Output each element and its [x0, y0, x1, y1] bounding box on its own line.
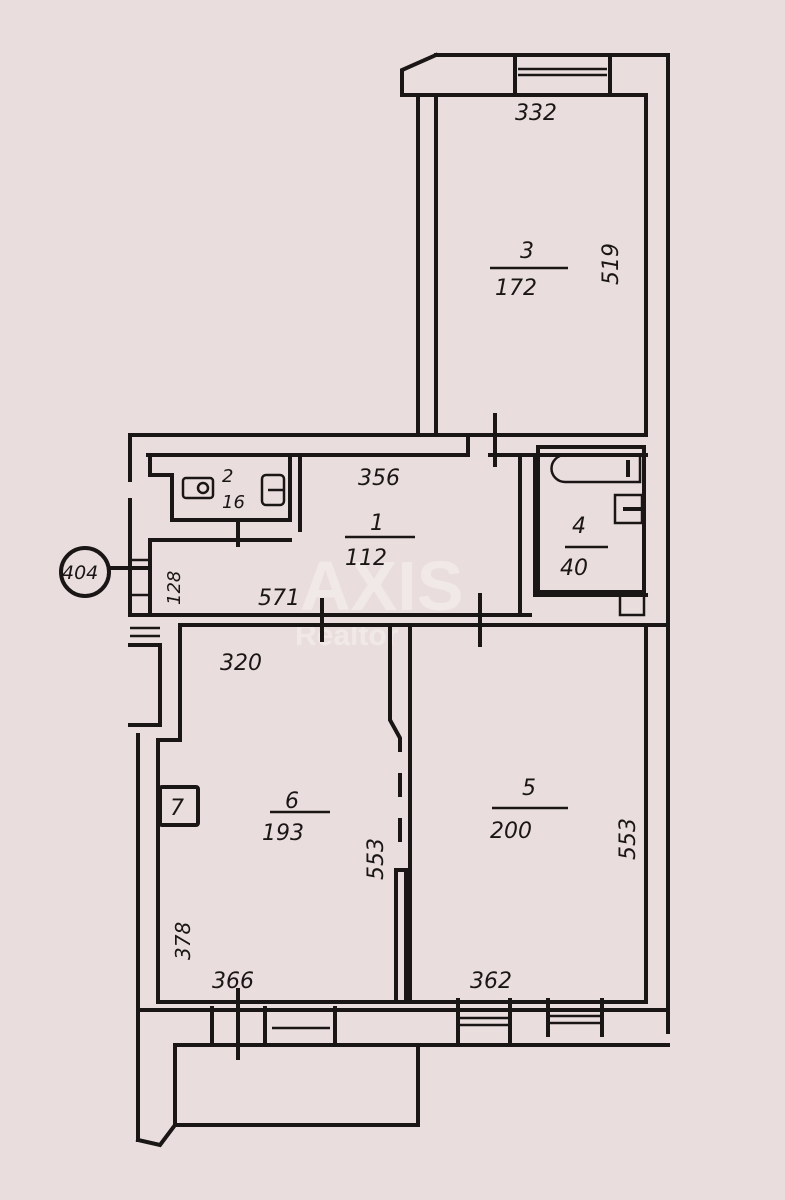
dim-room6-bottom: 366 [212, 969, 254, 994]
room-4-number: 4 [572, 514, 586, 539]
dim-room6-side: 378 [171, 922, 195, 960]
axis-marker: 404 [59, 546, 152, 598]
dim-room5-bottom: 362 [470, 969, 512, 994]
bathroom-room [536, 445, 646, 617]
room-3-number: 3 [520, 239, 534, 264]
room-1-area: 112 [345, 546, 387, 571]
room-4-area: 40 [560, 556, 588, 581]
marker-label: 404 [62, 562, 98, 584]
dim-hall-length: 571 [258, 586, 300, 611]
dim-room3-length: 519 [599, 243, 624, 285]
room-6-number: 6 [285, 789, 299, 814]
room-5-number: 5 [522, 776, 536, 801]
room-2-number: 2 [222, 466, 233, 487]
room-6-area: 193 [262, 821, 304, 846]
item-7-number: 7 [170, 796, 184, 821]
dim-room6-top: 320 [220, 651, 262, 676]
room-1-number: 1 [370, 511, 384, 536]
dim-hall-side: 128 [164, 571, 185, 605]
dim-room5-length: 553 [616, 818, 641, 860]
room-2-area: 16 [222, 492, 245, 513]
room-3-walls [400, 52, 670, 1034]
dim-hall-width: 356 [358, 466, 400, 491]
watermark-brand: AXIS [300, 547, 463, 625]
room-labels: 332 3 172 519 356 1 112 571 128 2 16 4 4… [164, 101, 641, 994]
room-5-area: 200 [490, 819, 532, 844]
wc-room [148, 453, 302, 532]
rooms-5-6-walls [128, 623, 670, 1148]
dim-room6-length: 553 [364, 838, 389, 880]
room-3-area: 172 [495, 276, 537, 301]
dim-room3-width: 332 [515, 101, 557, 126]
